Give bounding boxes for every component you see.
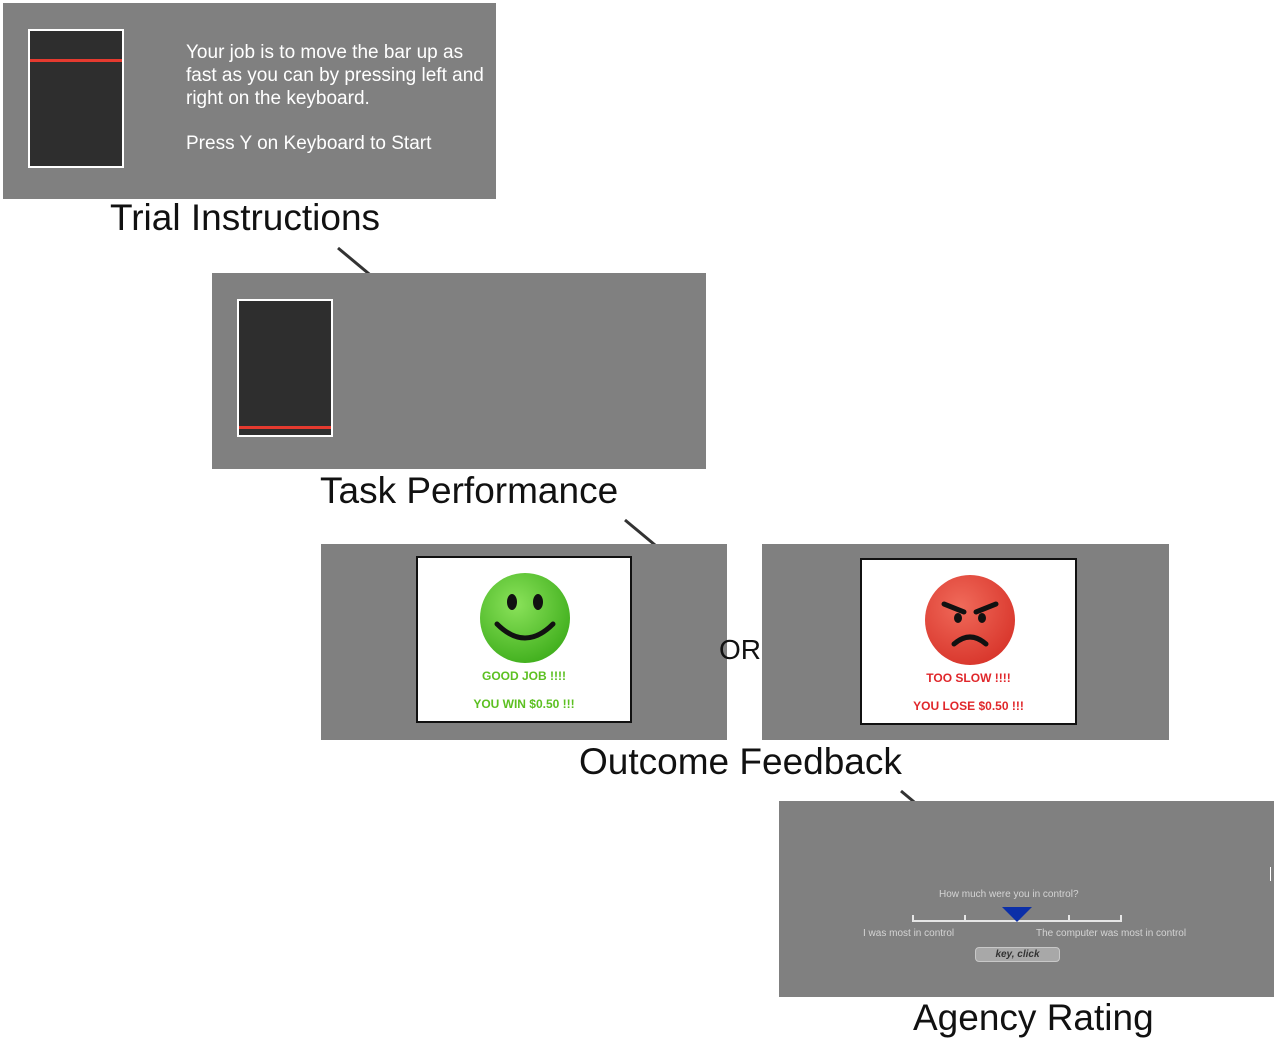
bar-line [30, 59, 122, 62]
smiley-face-icon [480, 573, 570, 663]
stage-label-rating: Agency Rating [913, 997, 1154, 1038]
stage-label-instructions: Trial Instructions [110, 197, 381, 238]
key-click-button[interactable]: key, click [975, 947, 1060, 962]
feedback-card: GOOD JOB !!!! YOU WIN $0.50 !!! [416, 556, 632, 723]
stage-label-feedback: Outcome Feedback [579, 741, 902, 782]
feedback-win-title: GOOD JOB !!!! [482, 669, 566, 683]
feedback-lose-subtitle: YOU LOSE $0.50 !!! [913, 699, 1024, 713]
angry-face-icon [925, 575, 1015, 665]
feedback-card: TOO SLOW !!!! YOU LOSE $0.50 !!! [860, 558, 1077, 725]
rating-panel: How much were you in control? I was most… [779, 801, 1274, 997]
feedback-lose-panel: TOO SLOW !!!! YOU LOSE $0.50 !!! [762, 544, 1169, 740]
rating-left-anchor: I was most in control [863, 928, 955, 939]
stage-label-performance: Task Performance [320, 470, 619, 511]
bar-box [237, 299, 333, 437]
rating-right-anchor: The computer was most in control [1036, 928, 1187, 939]
instructions-panel: Your job is to move the bar up as fast a… [3, 3, 496, 199]
instructions-line-3: right on the keyboard. [186, 88, 370, 109]
performance-panel [212, 273, 706, 469]
bar-box [28, 29, 124, 168]
cursor-mark [1270, 867, 1271, 881]
rating-question: How much were you in control? [939, 889, 1079, 900]
start-prompt: Press Y on Keyboard to Start [186, 133, 432, 154]
or-label: OR [719, 634, 761, 665]
rating-marker-icon[interactable] [1002, 907, 1032, 923]
bar-line [239, 426, 331, 429]
instructions-line-1: Your job is to move the bar up as [186, 42, 464, 63]
feedback-win-panel: GOOD JOB !!!! YOU WIN $0.50 !!! [321, 544, 727, 740]
feedback-lose-title: TOO SLOW !!!! [926, 671, 1011, 685]
instructions-line-2: fast as you can by pressing left and [186, 65, 484, 86]
feedback-win-subtitle: YOU WIN $0.50 !!! [473, 697, 575, 711]
instructions-text: Your job is to move the bar up as fast a… [186, 41, 496, 155]
